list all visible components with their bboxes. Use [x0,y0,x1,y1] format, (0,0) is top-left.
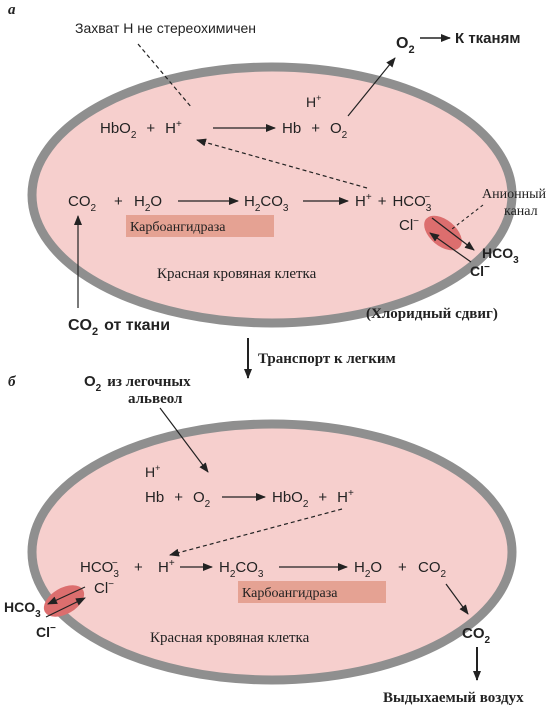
hco3-outside-a: HCO3 [482,245,519,266]
reaction-2-b-plus2: + [398,559,407,576]
reaction-2-b-co2: CO2 [418,559,447,580]
enzyme-bg-b [238,581,386,603]
reaction-1-left: HbO2+H+ [100,119,182,141]
red-blood-cell-a [27,62,517,328]
arrow-cl-in-a [429,232,472,263]
red-blood-cell-b [27,419,517,685]
panel-a-letter: а [8,2,16,18]
reaction-2-h2o: H2O [134,193,162,214]
o2-out-a: O2 [396,35,415,56]
reaction-2-b-hco3: HCO3− [80,558,119,580]
exhaled-air-label: Выдыхаемый воздух [383,690,524,706]
cl-outside-b: Cl− [36,623,56,640]
arrow-h-to-hco3 [169,508,343,557]
reaction-2-b-h2o: H2O [354,559,382,580]
cl-outside-a: Cl− [470,262,490,279]
panel-a: а Захват Н не стереохимичен O2 К тканям … [8,2,546,338]
o2-in-label-2: альвеол [128,391,183,407]
arrow-hco3-out-b [47,586,86,605]
cl-inside-a: Cl− [399,216,419,234]
cell-label-b: Красная кровяная клетка [150,630,310,646]
arrow-o2-exit [347,57,396,117]
reaction-1-right: Hb+O2 [282,120,348,141]
channel-pointer [451,204,484,230]
co2-out-b: CO2 [462,625,491,646]
h-above-hb: H+ [306,93,321,110]
channel-label-2: канал [504,204,538,219]
reaction-2-b-h: H+ [158,558,175,576]
h-above-hb-b: H+ [145,463,160,480]
reaction-2-h2co3: H2CO3 [244,193,289,214]
hco3-outside-b: HCO3 [4,599,41,620]
arrow-o2-in [159,407,209,473]
cl-inside-b: Cl− [94,579,114,597]
chloride-shift: (Хлоридный сдвиг) [366,306,498,322]
arrow-cl-in-b [45,597,86,618]
enzyme-label-a: Карбоангидраза [130,220,226,235]
cell-label-a: Красная кровяная клетка [157,266,317,282]
enzyme-bg-a [126,215,274,237]
arrow-h-to-hbo2 [196,138,368,189]
arrow-co2-exit [445,583,469,615]
anion-channel-a [424,215,462,251]
reaction-2-plus: + [114,193,123,210]
anion-channel-b [43,585,85,617]
note-stereochem: Захват Н не стереохимичен [75,20,256,36]
reaction-2-b-h2co3: H2CO3 [219,559,264,580]
to-tissue-label: К тканям [455,30,520,47]
panel-b-letter: б [8,374,16,390]
arrow-hco3-out-a [431,217,475,251]
transport-label: Транспорт к легким [258,351,396,367]
reaction-2-b-plus: + [134,559,143,576]
reaction-1-b-left: Hb+O2 [145,489,211,510]
reaction-2-products: H++HCO3− [355,192,432,214]
reaction-2-co2: CO2 [68,193,97,214]
reaction-1-b-right: HbO2+H+ [272,488,354,510]
channel-label-1: Анионный [482,187,546,202]
enzyme-label-b: Карбоангидраза [242,586,338,601]
